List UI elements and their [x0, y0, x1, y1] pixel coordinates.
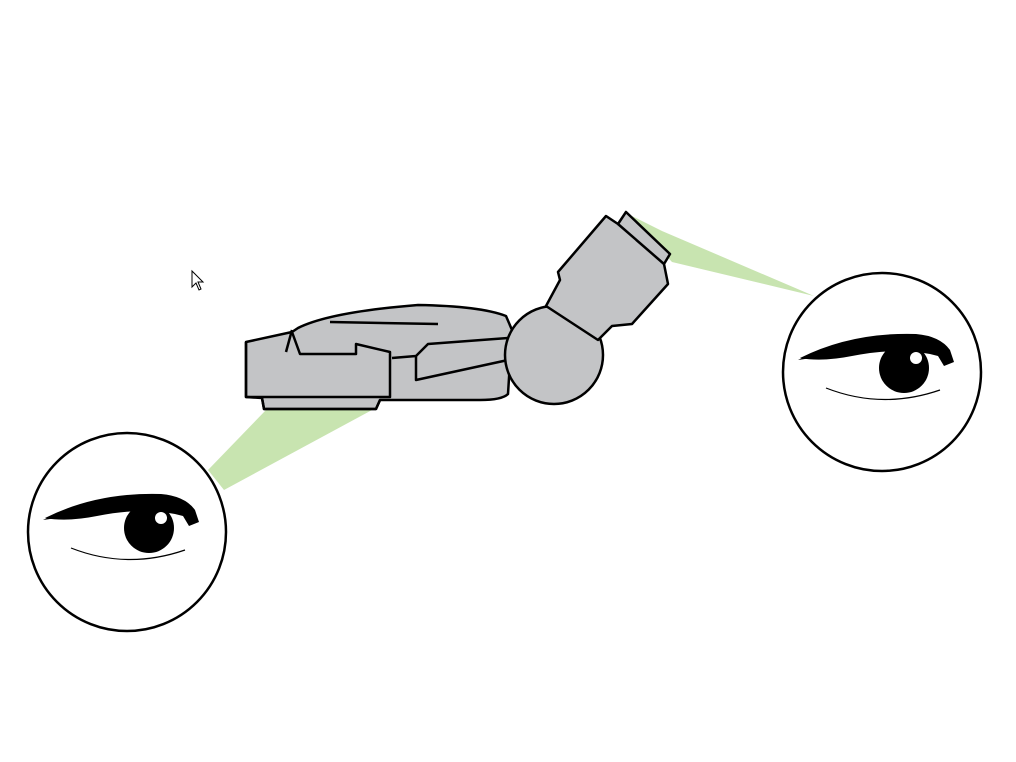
device-detail-top [329, 320, 439, 326]
eye-icon-left [26, 431, 228, 633]
device-bottom-plate [260, 397, 382, 411]
handheld-scanner-icon [244, 210, 672, 411]
device-detail-grip [391, 336, 509, 360]
device-detail-ledge [244, 331, 392, 399]
device-detail-grip-lower [414, 356, 509, 382]
mouse-pointer-icon [191, 269, 205, 291]
light-beam-bottom [208, 410, 372, 490]
device-camera [544, 210, 672, 342]
device-camera-lens [617, 223, 665, 265]
eye-icon-right [781, 271, 983, 473]
eye-drawing-left [43, 493, 199, 561]
device-detail-front [284, 329, 294, 353]
device-head [244, 303, 514, 411]
eye-drawing-right [798, 333, 954, 401]
